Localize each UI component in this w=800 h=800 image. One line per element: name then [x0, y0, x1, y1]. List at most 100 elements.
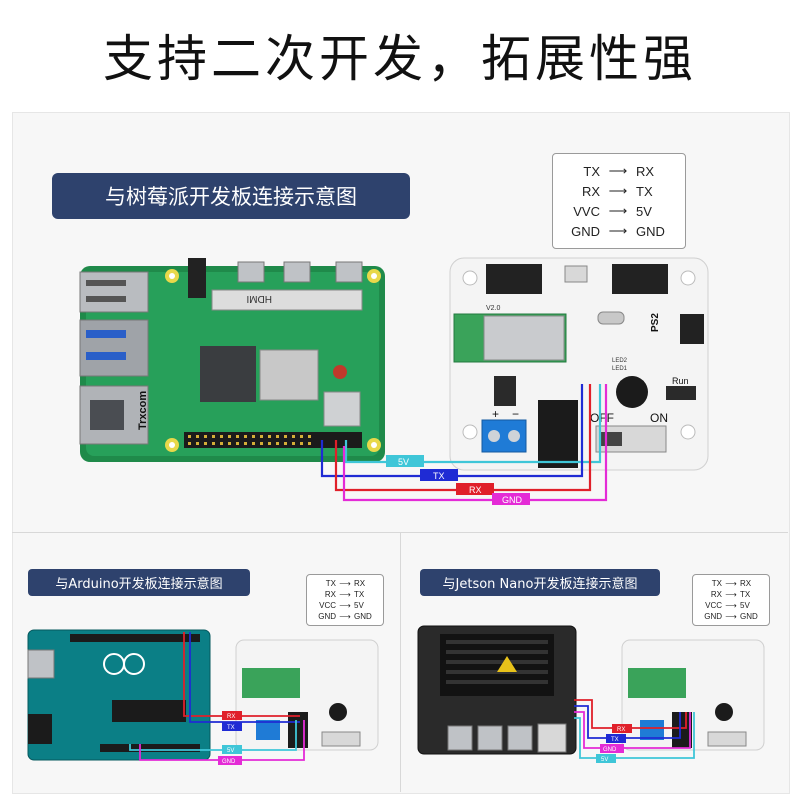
jetson-wire-labels: RX TX GND 5V: [596, 724, 632, 763]
section-divider-vertical: [400, 533, 401, 792]
pin-mapping-legend-arduino: TX ⟶ RX RX ⟶ TX VCC ⟶ 5V GND ⟶ GND: [306, 574, 384, 626]
legend-row: RX ⟶ TX: [553, 181, 685, 201]
minus-label: −: [512, 407, 519, 421]
arrow-right-icon: ⟶: [608, 183, 628, 198]
legend-row: RX ⟶ TX: [693, 589, 769, 600]
legend-row: TX ⟶ RX: [307, 578, 383, 589]
led2-label: LED2: [612, 358, 628, 364]
arduino-board: [27, 629, 211, 761]
wire-label-rx: RX: [227, 714, 235, 720]
legend-row: TX ⟶ RX: [553, 161, 685, 181]
servo-controller-board: V2.0 PS2 LED2 LED1 + − Run OFF ON: [449, 257, 709, 471]
raspberry-section-title: 与树莓派开发板连接示意图: [52, 173, 410, 219]
arduino-wires: [129, 632, 305, 761]
plus-label: +: [492, 407, 499, 421]
pin-mapping-legend-main: TX ⟶ RX RX ⟶ TX VVC ⟶ 5V GND ⟶ GND: [552, 153, 686, 249]
ps2-label: PS2: [650, 313, 661, 332]
arrow-right-icon: ⟶: [725, 601, 737, 610]
wire-label-rx: RX: [617, 727, 625, 733]
legend-to: GND: [740, 612, 758, 621]
wire-label-tx: TX: [433, 471, 445, 481]
wire-5v: [129, 720, 297, 751]
legend-from: TX: [325, 579, 336, 588]
legend-to: 5V: [740, 601, 750, 610]
led1-label: LED1: [612, 366, 628, 372]
section-divider-horizontal: [12, 532, 788, 533]
arrow-right-icon: ⟶: [725, 612, 737, 621]
wire-label-rx: RX: [469, 485, 482, 495]
main-wire-labels: 5V TX RX GND: [386, 455, 530, 505]
legend-to: RX: [354, 579, 366, 588]
arrow-right-icon: ⟶: [725, 590, 737, 599]
legend-to: RX: [740, 579, 752, 588]
arrow-right-icon: ⟶: [608, 163, 628, 178]
arrow-right-icon: ⟶: [339, 612, 351, 621]
jetson-wires: [574, 699, 695, 759]
jetson-section-title: 与Jetson Nano开发板连接示意图: [420, 569, 660, 596]
legend-from: TX: [711, 579, 722, 588]
wire-5v: [344, 384, 602, 464]
legend-to: TX: [354, 590, 365, 599]
headline: 支持二次开发，拓展性强: [103, 30, 697, 88]
legend-row: VCC ⟶ 5V: [307, 600, 383, 611]
wire-label-gnd: GND: [222, 759, 236, 765]
wire-label-gnd: GND: [603, 747, 617, 753]
legend-from: RX: [710, 590, 722, 599]
wire-label-5v: 5V: [601, 757, 608, 763]
wire-label-tx: TX: [611, 737, 619, 743]
legend-to: 5V: [354, 601, 364, 610]
legend-from: GND: [571, 223, 600, 239]
legend-from: TX: [583, 163, 600, 179]
arrow-right-icon: ⟶: [608, 203, 628, 218]
legend-from: RX: [324, 590, 336, 599]
pin-mapping-legend-jetson: TX ⟶ RX RX ⟶ TX VCC ⟶ 5V GND ⟶ GND: [692, 574, 770, 626]
legend-to: GND: [354, 612, 372, 621]
legend-to: RX: [636, 163, 655, 179]
run-label: Run: [672, 376, 689, 386]
arduino-wire-labels: RX TX 5V GND: [218, 711, 242, 765]
on-label: ON: [650, 411, 668, 425]
legend-row: VCC ⟶ 5V: [693, 600, 769, 611]
wire-tx: [574, 705, 681, 739]
arrow-right-icon: ⟶: [608, 223, 628, 238]
legend-from: VCC: [319, 601, 336, 610]
wire-rx: [183, 632, 300, 717]
wire-label-tx: TX: [227, 725, 235, 731]
wire-rx: [574, 699, 687, 729]
wire-5v: [574, 712, 695, 759]
arrow-right-icon: ⟶: [339, 590, 351, 599]
legend-to: TX: [740, 590, 751, 599]
wire-label-5v: 5V: [398, 457, 409, 467]
wire-label-gnd: GND: [502, 495, 523, 505]
legend-from: GND: [318, 612, 336, 621]
jetson-nano-board: [417, 625, 577, 755]
legend-to: TX: [636, 183, 653, 199]
legend-to: 5V: [636, 203, 652, 219]
legend-row: VVC ⟶ 5V: [553, 201, 685, 221]
arrow-right-icon: ⟶: [339, 579, 351, 588]
wire-tx: [189, 632, 300, 723]
arrow-right-icon: ⟶: [725, 579, 737, 588]
legend-from: VVC: [573, 203, 600, 219]
brand-label: Trxcom: [137, 391, 149, 430]
legend-row: GND ⟶ GND: [693, 611, 769, 622]
legend-row: GND ⟶ GND: [553, 221, 685, 241]
jetson-servo-board: [621, 639, 765, 751]
arduino-servo-board: [235, 639, 379, 751]
wire-gnd: [342, 384, 608, 502]
hdmi-label: HDMI: [246, 293, 272, 304]
arrow-right-icon: ⟶: [339, 601, 351, 610]
version-label: V2.0: [486, 305, 501, 312]
wire-gnd: [574, 711, 691, 749]
legend-row: TX ⟶ RX: [693, 578, 769, 589]
arduino-section-title: 与Arduino开发板连接示意图: [28, 569, 250, 596]
legend-to: GND: [636, 223, 665, 239]
off-label: OFF: [590, 411, 614, 425]
legend-from: RX: [581, 183, 600, 199]
legend-row: RX ⟶ TX: [307, 589, 383, 600]
legend-from: GND: [704, 612, 722, 621]
wire-label-5v: 5V: [227, 748, 234, 754]
legend-row: GND ⟶ GND: [307, 611, 383, 622]
raspberry-pi-board: HDMI Trxcom: [79, 258, 385, 462]
